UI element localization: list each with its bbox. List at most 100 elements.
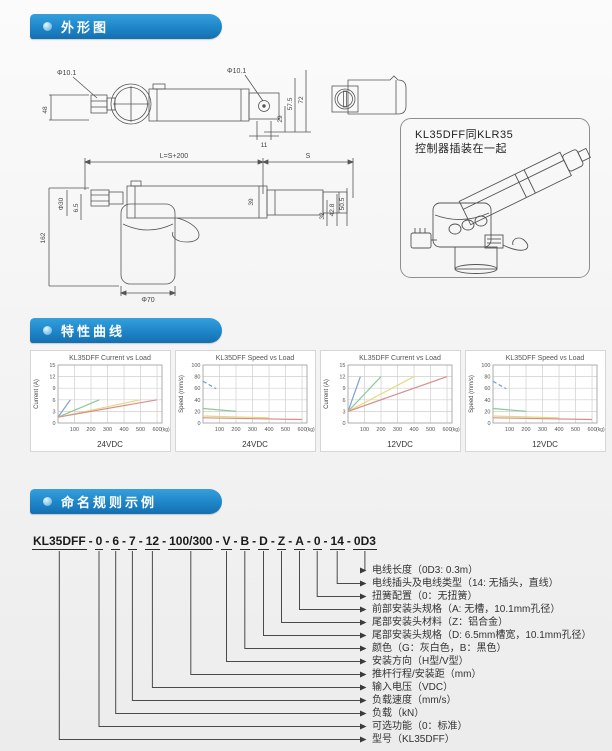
svg-text:162: 162 — [40, 232, 47, 243]
outline-drawings-area: Φ10.1 48 Φ10.1 29 57.5 72 11 — [0, 52, 612, 314]
section-title-curves: 特性曲线 — [61, 324, 126, 339]
x-tick: 400 — [409, 427, 418, 433]
series-red — [57, 399, 158, 418]
bullet-icon — [43, 497, 52, 506]
series-green — [347, 376, 382, 412]
x-tick: 500 — [571, 427, 580, 433]
svg-text:29: 29 — [277, 115, 284, 123]
segment-separator: - — [88, 534, 93, 548]
series-green — [492, 407, 527, 412]
segment-separator: - — [323, 534, 328, 548]
x-tick: 600 — [442, 427, 451, 433]
part-segment-5: 12 — [144, 534, 161, 550]
svg-text:Φ10.1: Φ10.1 — [227, 68, 246, 75]
series-blue — [347, 376, 361, 412]
svg-text:11: 11 — [261, 142, 268, 149]
connector-lines — [58, 551, 367, 743]
bullet-icon — [43, 326, 52, 335]
segment-separator: - — [122, 534, 127, 548]
x-tick: 400 — [264, 427, 273, 433]
segment-separator: - — [215, 534, 220, 548]
segment-separator: - — [306, 534, 311, 548]
naming-label-8: 安装方向（H型/V型） — [372, 656, 469, 667]
segment-separator: - — [162, 534, 167, 548]
voltage-label: 12VDC — [387, 440, 413, 449]
naming-label-11: 负载速度（mm/s） — [372, 695, 457, 706]
naming-label-13: 可选功能（0：标准） — [372, 721, 468, 732]
y-tick: 3 — [342, 409, 345, 415]
section-title-naming: 命名规则示例 — [61, 495, 158, 510]
svg-text:39: 39 — [248, 198, 255, 206]
y-tick: 0 — [342, 421, 345, 427]
x-tick: 600 — [587, 427, 596, 433]
naming-label-7: 颜色（G：灰白色，B：黑色） — [372, 643, 507, 654]
segment-separator: - — [270, 534, 275, 548]
x-tick: 300 — [103, 427, 112, 433]
x-unit: (kg) — [451, 427, 460, 433]
naming-label-12: 负载（kN） — [372, 708, 425, 719]
section-title-outline: 外形图 — [61, 20, 110, 35]
series-green — [57, 399, 100, 418]
part-segment-1: KL35DFF — [32, 534, 87, 550]
naming-label-9: 推杆行程/安装距（mm） — [372, 669, 482, 680]
y-tick: 80 — [484, 375, 490, 381]
length-view-drawing: L=S+200 S 39 162 Φ30 6.5 Φ70 32 42.8 50.… — [40, 153, 355, 304]
y-tick: 9 — [342, 386, 345, 392]
part-segment-10: Z — [276, 534, 287, 550]
svg-text:57.5: 57.5 — [287, 97, 294, 110]
series-red — [492, 417, 593, 421]
svg-text:48: 48 — [42, 106, 49, 114]
series-blue — [57, 399, 71, 418]
chart-title: KL35DFF Current vs Load — [359, 355, 441, 362]
part-segment-8: B — [239, 534, 251, 550]
y-tick: 15 — [49, 363, 55, 369]
naming-label-3: 扭簧配置（0：无扭簧） — [372, 591, 478, 602]
y-tick: 12 — [339, 375, 345, 381]
x-unit: (kg) — [306, 427, 315, 433]
y-tick: 3 — [52, 409, 55, 415]
y-tick: 20 — [194, 409, 200, 415]
x-tick: 500 — [136, 427, 145, 433]
part-segment-13: 14 — [329, 534, 345, 550]
x-tick: 200 — [231, 427, 240, 433]
x-tick: 200 — [86, 427, 95, 433]
naming-label-1: 电线长度（0D3: 0.3m） — [372, 565, 479, 576]
y-tick: 15 — [339, 363, 345, 369]
chart-title: KL35DFF Current vs Load — [69, 355, 151, 362]
naming-label-5: 尾部安装头材料（Z：铝合金） — [372, 617, 509, 628]
naming-label-2: 电线插头及电线类型（14: 无插头，直线） — [372, 578, 559, 589]
svg-text:L=S+200: L=S+200 — [160, 153, 189, 160]
x-tick: 100 — [215, 427, 224, 433]
y-tick: 80 — [194, 375, 200, 381]
actuator-3d-sketch — [410, 147, 591, 274]
segment-separator: - — [252, 534, 257, 548]
y-tick: 9 — [52, 386, 55, 392]
voltage-label: 24VDC — [97, 440, 123, 449]
segment-separator: - — [288, 534, 293, 548]
y-tick: 0 — [52, 421, 55, 427]
y-tick: 20 — [484, 409, 490, 415]
part-segment-12: 0 — [312, 534, 322, 550]
section-header-naming: 命名规则示例 — [30, 489, 222, 514]
x-tick: 100 — [70, 427, 79, 433]
naming-diagram: KL35DFF-0-6-7-12-100/300-V-B-D-Z-A-0-14-… — [0, 528, 612, 746]
series-red — [202, 417, 303, 421]
series-yellow — [492, 415, 560, 419]
segment-separator: - — [105, 534, 110, 548]
part-segment-4: 7 — [128, 534, 137, 550]
svg-text:6.5: 6.5 — [73, 203, 80, 212]
series-red — [347, 376, 448, 412]
y-tick: 60 — [194, 386, 200, 392]
section-header-outline: 外形图 — [30, 14, 222, 39]
y-tick: 0 — [487, 421, 490, 427]
naming-label-6: 尾部安装头规格（D: 6.5mm槽宽，10.1mm孔径） — [372, 630, 592, 641]
part-segment-14: 0D3 — [352, 534, 377, 550]
series-yellow — [202, 415, 270, 419]
y-axis-label: Current (A) — [34, 379, 40, 409]
part-segment-3: 6 — [111, 534, 121, 550]
x-tick: 500 — [426, 427, 435, 433]
y-tick: 6 — [342, 398, 345, 404]
